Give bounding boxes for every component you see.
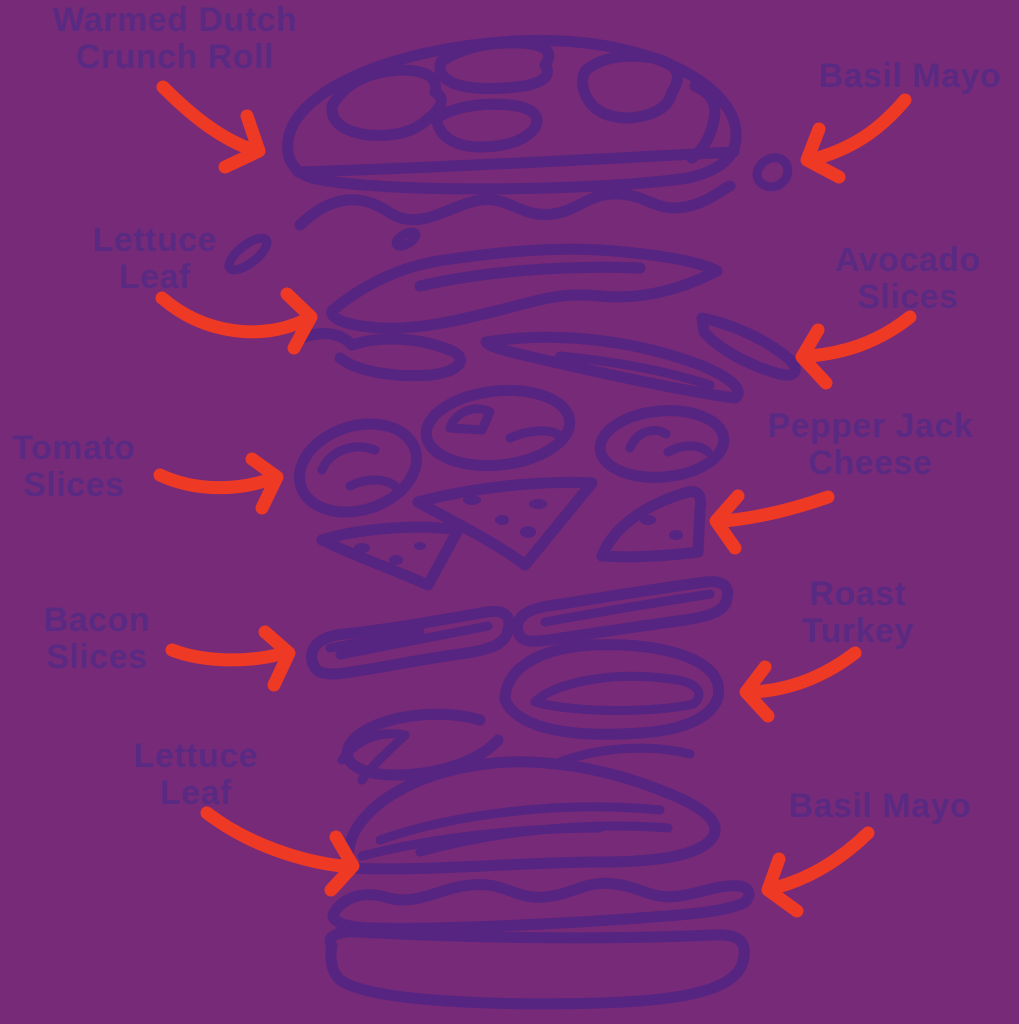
arrow-lettuce-leaf-bottom-icon bbox=[200, 806, 360, 897]
label-line: Leaf bbox=[160, 774, 232, 812]
top-bun-illustration bbox=[282, 34, 742, 195]
arrow-basil-mayo-bottom-icon bbox=[761, 826, 875, 918]
label-line: Lettuce bbox=[133, 737, 259, 775]
label-tomato-slices: Tomato Slices bbox=[0, 430, 154, 504]
label-lettuce-leaf-top: Lettuce Leaf bbox=[35, 222, 275, 296]
label-line: Avocado bbox=[835, 241, 981, 279]
label-line: Turkey bbox=[802, 612, 914, 650]
label-line: Roast bbox=[809, 575, 907, 613]
label-line: Crunch Roll bbox=[75, 38, 275, 76]
label-line: Tomato bbox=[12, 429, 136, 467]
label-line: Slices bbox=[857, 278, 959, 316]
label-line: Cheese bbox=[808, 444, 933, 482]
arrow-lettuce-leaf-top-icon bbox=[155, 287, 318, 355]
basil-mayo-bottom-illustration bbox=[327, 877, 755, 934]
basil-mayo-top-illustration bbox=[294, 153, 793, 231]
label-roast-turkey: Roast Turkey bbox=[778, 576, 938, 650]
label-line: Slices bbox=[23, 466, 125, 504]
arrow-avocado-slices-icon bbox=[795, 310, 917, 390]
lettuce-leaf-bottom-illustration bbox=[337, 729, 721, 875]
label-basil-mayo-bottom: Basil Mayo bbox=[765, 788, 995, 825]
label-basil-mayo-top: Basil Mayo bbox=[795, 58, 1019, 95]
label-line: Bacon bbox=[43, 601, 151, 639]
label-line: Leaf bbox=[119, 258, 191, 296]
bacon-slices-illustration bbox=[306, 576, 734, 680]
label-line: Warmed Dutch bbox=[52, 1, 298, 39]
label-line: Pepper Jack bbox=[767, 407, 974, 445]
arrow-pepper-jack-cheese-icon bbox=[709, 489, 835, 555]
arrow-basil-mayo-top-icon bbox=[800, 93, 912, 184]
label-pepper-jack-cheese: Pepper Jack Cheese bbox=[748, 408, 993, 482]
avocado-slices-illustration bbox=[480, 312, 801, 404]
pepper-jack-cheese-illustration bbox=[316, 476, 707, 591]
label-bacon-slices: Bacon Slices bbox=[17, 602, 177, 676]
arrow-warmed-dutch-crunch-roll-icon bbox=[156, 80, 266, 174]
arrow-bacon-slices-icon bbox=[165, 625, 296, 692]
lettuce-leaf-top-illustration bbox=[224, 227, 723, 382]
label-line: Slices bbox=[46, 638, 148, 676]
label-line: Basil Mayo bbox=[788, 787, 972, 825]
bottom-bun-illustration bbox=[324, 926, 750, 1010]
label-line: Lettuce bbox=[92, 221, 218, 259]
label-avocado-slices: Avocado Slices bbox=[788, 242, 1019, 316]
label-lettuce-leaf-bottom: Lettuce Leaf bbox=[76, 738, 316, 812]
arrow-tomato-slices-icon bbox=[153, 452, 284, 515]
tomato-slices-illustration bbox=[293, 384, 730, 518]
arrow-roast-turkey-icon bbox=[739, 646, 862, 723]
label-line: Basil Mayo bbox=[818, 57, 1002, 95]
label-warmed-dutch-crunch-roll: Warmed Dutch Crunch Roll bbox=[10, 2, 340, 76]
